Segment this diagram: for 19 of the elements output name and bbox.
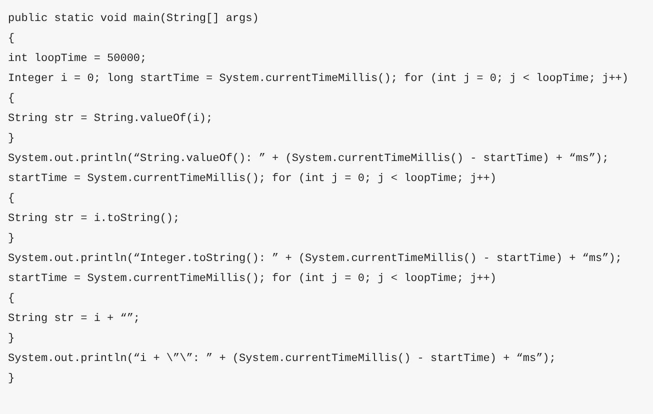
code-line: public static void main(String[] args) [8,12,259,26]
code-line: { [8,192,15,206]
code-line: } [8,332,15,346]
code-line: { [8,92,15,106]
code-line: System.out.println(“i + \”\”: ” + (System.currentTimeMillis() - startTime) + “ms”); [8,352,556,366]
code-line: { [8,292,15,306]
code-line: System.out.println(“String.valueOf(): ” + (System.currentTimeMillis() - startTime) + “ms”); [8,152,609,166]
code-line: } [8,372,15,386]
code-line: } [8,232,15,246]
code-line: int loopTime = 50000; [8,52,147,66]
code-line: System.out.println(“Integer.toString(): ” + (System.currentTimeMillis() - startTime) + “ms”); [8,252,622,266]
code-line: String str = i + “”; [8,312,140,326]
code-line: String str = i.toString(); [8,212,180,226]
code-line: Integer i = 0; long startTime = System.currentTimeMillis(); for (int j = 0; j < loopTime; j++) [8,72,629,86]
code-line: } [8,132,15,146]
code-line: String str = String.valueOf(i); [8,112,213,126]
code-line: { [8,32,15,46]
code-line: startTime = System.currentTimeMillis(); for (int j = 0; j < loopTime; j++) [8,272,496,286]
code-line: startTime = System.currentTimeMillis(); for (int j = 0; j < loopTime; j++) [8,172,496,186]
